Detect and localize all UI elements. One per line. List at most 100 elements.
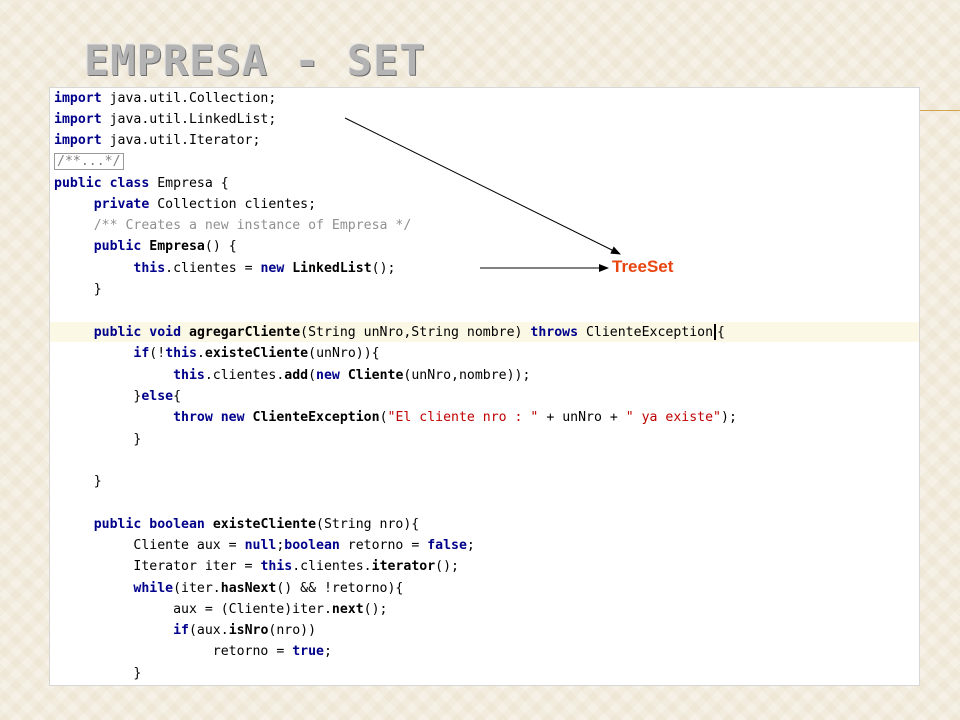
code-line-24: retorno = true; xyxy=(54,641,332,662)
code-text: aux = (Cliente)iter. xyxy=(173,602,332,617)
text-cursor xyxy=(714,324,717,340)
code-line-16: } xyxy=(54,429,141,450)
code-text: (); xyxy=(371,261,396,276)
keyword: this xyxy=(173,368,205,383)
code-line-10: } xyxy=(54,279,102,300)
code-text: { xyxy=(717,325,725,340)
code-text: ClienteException xyxy=(578,325,714,340)
method-name: isNro xyxy=(228,623,269,638)
code-text: (); xyxy=(435,559,459,574)
code-text: (unNro)){ xyxy=(308,346,380,361)
code-line-1: import java.util.Collection; xyxy=(54,88,276,109)
code-text: (String nro){ xyxy=(316,517,420,532)
code-text: (aux. xyxy=(188,623,229,638)
keyword: true xyxy=(292,644,324,659)
code-text: java.util.Iterator; xyxy=(101,133,261,148)
code-text: } xyxy=(93,282,102,297)
method-name: existeCliente xyxy=(204,346,309,361)
current-line-highlight xyxy=(50,322,919,342)
code-line-2: import java.util.LinkedList; xyxy=(54,109,276,130)
code-text: Cliente aux = xyxy=(133,538,245,553)
title-rule xyxy=(918,110,960,111)
keyword: new xyxy=(316,368,340,383)
code-line-9: this.clientes = new LinkedList(); xyxy=(54,258,395,279)
code-text: .clientes = xyxy=(165,261,261,276)
folded-comment[interactable]: /**...*/ xyxy=(54,153,124,170)
keyword: public class xyxy=(54,176,150,191)
code-text: Collection clientes; xyxy=(149,197,317,212)
code-text: (nro)) xyxy=(268,623,317,638)
code-line-18: public boolean existeCliente(String nro)… xyxy=(54,514,420,535)
keyword: private xyxy=(93,197,150,212)
code-line-20: Iterator iter = this.clientes.iterator()… xyxy=(54,556,459,577)
code-text: ; xyxy=(276,538,285,553)
code-text: } xyxy=(133,432,142,447)
keyword: public boolean xyxy=(93,517,205,532)
keyword: new xyxy=(260,261,285,276)
comment: /** Creates a new instance of Empresa */ xyxy=(93,218,412,233)
code-line-21: while(iter.hasNext() && !retorno){ xyxy=(54,578,403,599)
code-line-13: this.clientes.add(new Cliente(unNro,nomb… xyxy=(54,365,530,386)
class-name: Cliente xyxy=(347,368,404,383)
keyword: throw new xyxy=(173,410,245,425)
code-text: retorno = xyxy=(339,538,428,553)
code-text: } xyxy=(93,474,102,489)
keyword: throws xyxy=(530,325,579,340)
code-text: ; xyxy=(466,538,475,553)
code-line-12: if(!this.existeCliente(unNro)){ xyxy=(54,343,380,364)
code-text: } xyxy=(133,666,142,681)
code-text: . xyxy=(196,346,205,361)
code-text: { xyxy=(173,389,182,404)
keyword: public xyxy=(93,239,142,254)
code-text: ( xyxy=(379,410,388,425)
code-line-8: public Empresa() { xyxy=(54,236,237,257)
code-text: + unNro + xyxy=(538,410,626,425)
keyword: this xyxy=(133,261,166,276)
code-line-4: /**...*/ xyxy=(54,151,124,172)
keyword: if xyxy=(133,346,150,361)
method-name: next xyxy=(331,602,364,617)
code-line-11: public void agregarCliente(String unNro,… xyxy=(54,322,725,343)
class-name: ClienteException xyxy=(252,410,380,425)
code-line-22: aux = (Cliente)iter.next(); xyxy=(54,599,387,620)
code-text: Empresa { xyxy=(149,176,229,191)
code-text: java.util.Collection; xyxy=(101,91,277,106)
code-text: } xyxy=(133,389,142,404)
code-text: (); xyxy=(363,602,388,617)
keyword: public void xyxy=(93,325,182,340)
code-text: java.util.LinkedList; xyxy=(101,112,277,127)
code-text: ; xyxy=(323,644,332,659)
method-name: agregarCliente xyxy=(189,325,301,340)
code-line-6: private Collection clientes; xyxy=(54,194,316,215)
method-name: Empresa xyxy=(149,239,205,254)
class-name: LinkedList xyxy=(292,261,372,276)
method-name: hasNext xyxy=(220,581,277,596)
code-text: () { xyxy=(204,239,237,254)
code-text: .clientes. xyxy=(204,368,285,383)
treeset-annotation: TreeSet xyxy=(612,257,674,276)
code-line-3: import java.util.Iterator; xyxy=(54,130,260,151)
code-text: ); xyxy=(721,410,737,425)
code-text: retorno = xyxy=(212,644,293,659)
method-name: iterator xyxy=(371,559,436,574)
code-text: (! xyxy=(149,346,166,361)
code-text: () && !retorno){ xyxy=(276,581,404,596)
method-name: existeCliente xyxy=(212,517,317,532)
code-line-15: throw new ClienteException("El cliente n… xyxy=(54,407,737,428)
keyword: import xyxy=(54,91,102,106)
code-line-7: /** Creates a new instance of Empresa */ xyxy=(54,215,412,236)
keyword: import xyxy=(54,133,102,148)
keyword: false xyxy=(427,538,467,553)
code-text: .clientes. xyxy=(292,559,372,574)
method-name: add xyxy=(284,368,309,383)
slide-title: EMPRESA - SET xyxy=(84,36,426,85)
code-text: (String unNro,String nombre) xyxy=(300,325,531,340)
keyword: null xyxy=(244,538,277,553)
string-literal: " ya existe" xyxy=(625,410,721,425)
code-line-5: public class Empresa { xyxy=(54,173,229,194)
code-text: (unNro,nombre)); xyxy=(403,368,531,383)
keyword: else xyxy=(141,389,174,404)
keyword: this xyxy=(165,346,197,361)
code-text: (iter. xyxy=(173,581,221,596)
